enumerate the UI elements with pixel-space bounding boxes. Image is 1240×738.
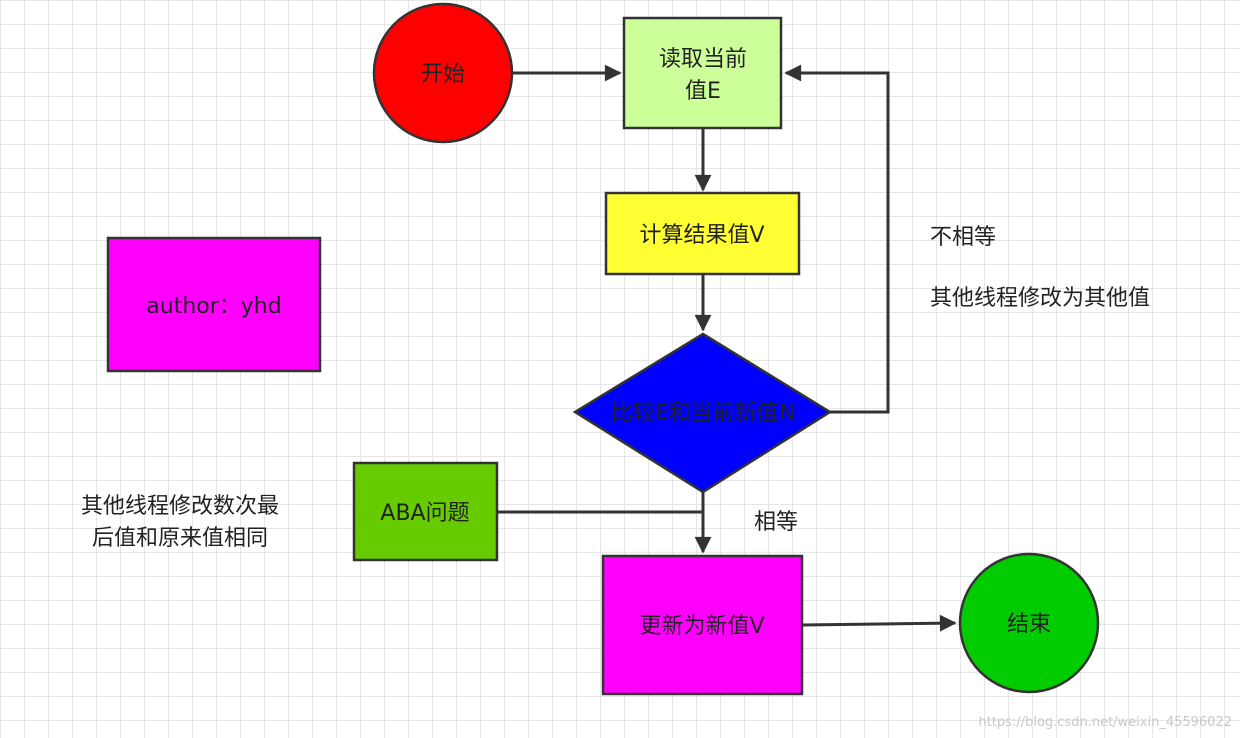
start-node[interactable]: 开始 (372, 2, 514, 144)
compute-box (604, 191, 801, 276)
note-not-equal: 不相等 (930, 225, 996, 250)
author-node[interactable]: author：yhd (106, 236, 322, 373)
read-box (622, 16, 783, 130)
start-circle (372, 2, 514, 144)
read-label-line1: 读取当前 (659, 47, 747, 72)
update-box (601, 554, 804, 696)
compute-label: 计算结果值V (639, 223, 764, 248)
aba-box (352, 461, 499, 562)
note-aba-desc-line1: 其他线程修改数次最 (81, 494, 279, 519)
aba-node[interactable]: ABA问题 (352, 461, 499, 562)
author-label: author：yhd (146, 294, 281, 319)
update-node[interactable]: 更新为新值V (601, 554, 804, 696)
read-node[interactable]: 读取当前 值E (622, 16, 783, 130)
read-label-line2: 值E (685, 79, 721, 104)
compare-diamond (572, 332, 833, 494)
end-node[interactable]: 结束 (958, 552, 1100, 694)
note-aba-desc-line2: 后值和原来值相同 (92, 526, 268, 551)
edge-compare-loop-to-read (784, 64, 890, 414)
note-equal: 相等 (754, 510, 798, 535)
watermark: https://blog.csdn.net/weixin_45596022 (978, 715, 1232, 730)
start-label: 开始 (421, 62, 465, 87)
author-box (106, 236, 322, 373)
update-label: 更新为新值V (639, 614, 764, 639)
compare-label: 比较E和当前新值N (611, 401, 795, 426)
end-label: 结束 (1007, 612, 1051, 637)
compare-node[interactable]: 比较E和当前新值N (572, 332, 833, 494)
aba-label: ABA问题 (380, 501, 469, 526)
end-circle (958, 552, 1100, 694)
compute-node[interactable]: 计算结果值V (604, 191, 801, 276)
note-other-thread: 其他线程修改为其他值 (930, 286, 1150, 311)
edge-update-to-end (801, 614, 957, 632)
